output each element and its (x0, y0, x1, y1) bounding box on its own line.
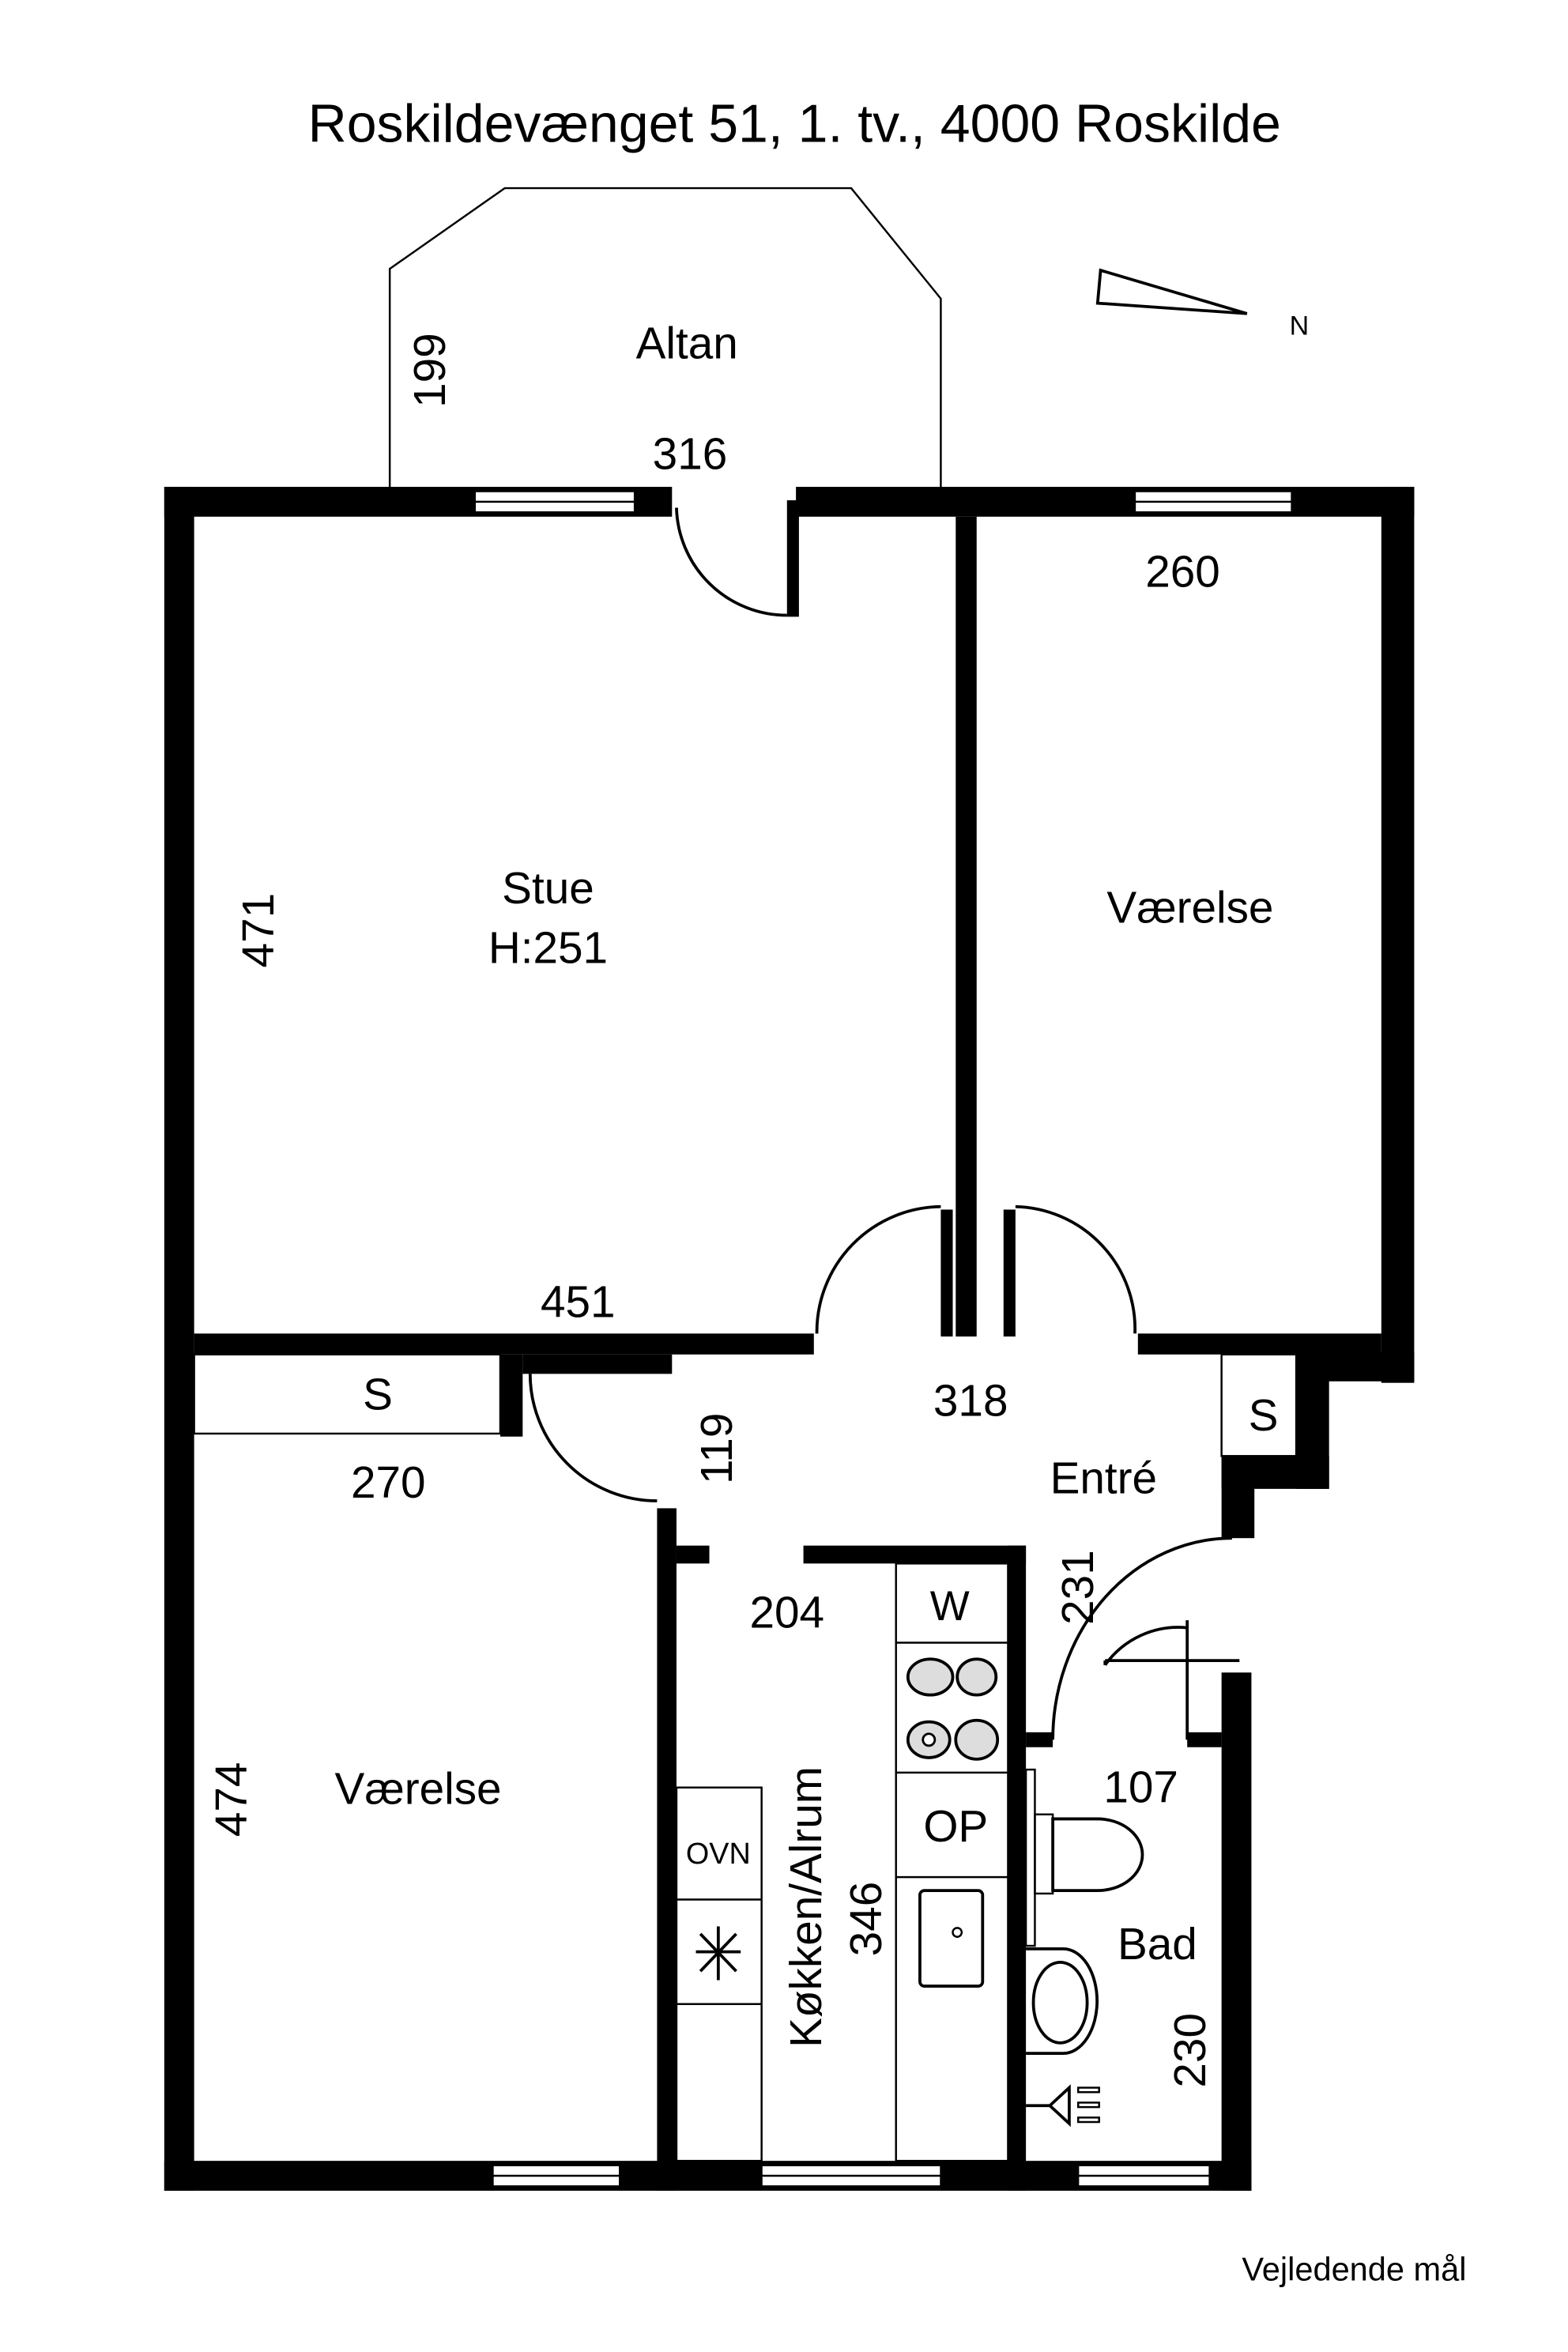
extractor-icon (695, 1926, 741, 1981)
dim-bad-width: 107 (1103, 1763, 1178, 1813)
washer-label: W (930, 1583, 970, 1630)
closet-label: S (1249, 1391, 1279, 1441)
dim-kitchen-depth: 346 (842, 1882, 891, 1957)
closet-stue (193, 1353, 502, 1435)
dim-entre-width: 318 (933, 1376, 1008, 1426)
room-label-vaerelse: Værelse (1106, 884, 1273, 933)
shower-icon (1026, 2084, 1100, 2128)
dim-stue-width: 451 (541, 1278, 616, 1328)
sink-icon (918, 1889, 985, 1988)
dishwasher-label: OP (923, 1802, 988, 1852)
closet-entre (1220, 1353, 1298, 1457)
disclaimer: Vejledende mål (1242, 2250, 1466, 2287)
dim-stue-depth: 471 (234, 893, 284, 968)
room-label-entre: Entré (1050, 1454, 1157, 1504)
dim-bad-depth: 230 (1166, 2013, 1216, 2088)
dim-entre-depth: 119 (692, 1413, 742, 1484)
washbasin-icon (1026, 1947, 1099, 2055)
room-label-kitchen: Køkken/Alrum (782, 1766, 831, 2048)
ceiling-height: H:251 (488, 924, 608, 974)
compass-label: N (1290, 311, 1310, 341)
walls (164, 486, 1415, 2191)
toilet-icon (1024, 1768, 1144, 1947)
north-arrow-icon (1095, 268, 1248, 315)
oven-label: OVN (686, 1838, 751, 1871)
room-label-altan: Altan (636, 318, 738, 368)
dim-kitchen-width: 204 (749, 1589, 824, 1638)
dim-altan-width: 316 (653, 429, 728, 479)
dim-vaerelse-width: 260 (1145, 548, 1220, 597)
stove-icon (906, 1657, 1000, 1761)
dim-altan-depth: 199 (405, 333, 455, 408)
dim-vaerelse-width: 270 (351, 1458, 426, 1508)
dim-entre-hall: 231 (1054, 1550, 1103, 1625)
windows (473, 490, 1293, 2188)
kitchen-counter (675, 1562, 1009, 2162)
room-label-bad: Bad (1118, 1920, 1197, 1969)
room-label-vaerelse: Værelse (335, 1765, 502, 1815)
dim-vaerelse-depth: 474 (207, 1762, 257, 1838)
room-label-stue: Stue (502, 864, 594, 914)
page-title: Roskildevænget 51, 1. tv., 4000 Roskilde (308, 94, 1281, 154)
closet-label: S (363, 1370, 393, 1420)
doors (528, 499, 1240, 1740)
balcony-outline (388, 187, 942, 487)
